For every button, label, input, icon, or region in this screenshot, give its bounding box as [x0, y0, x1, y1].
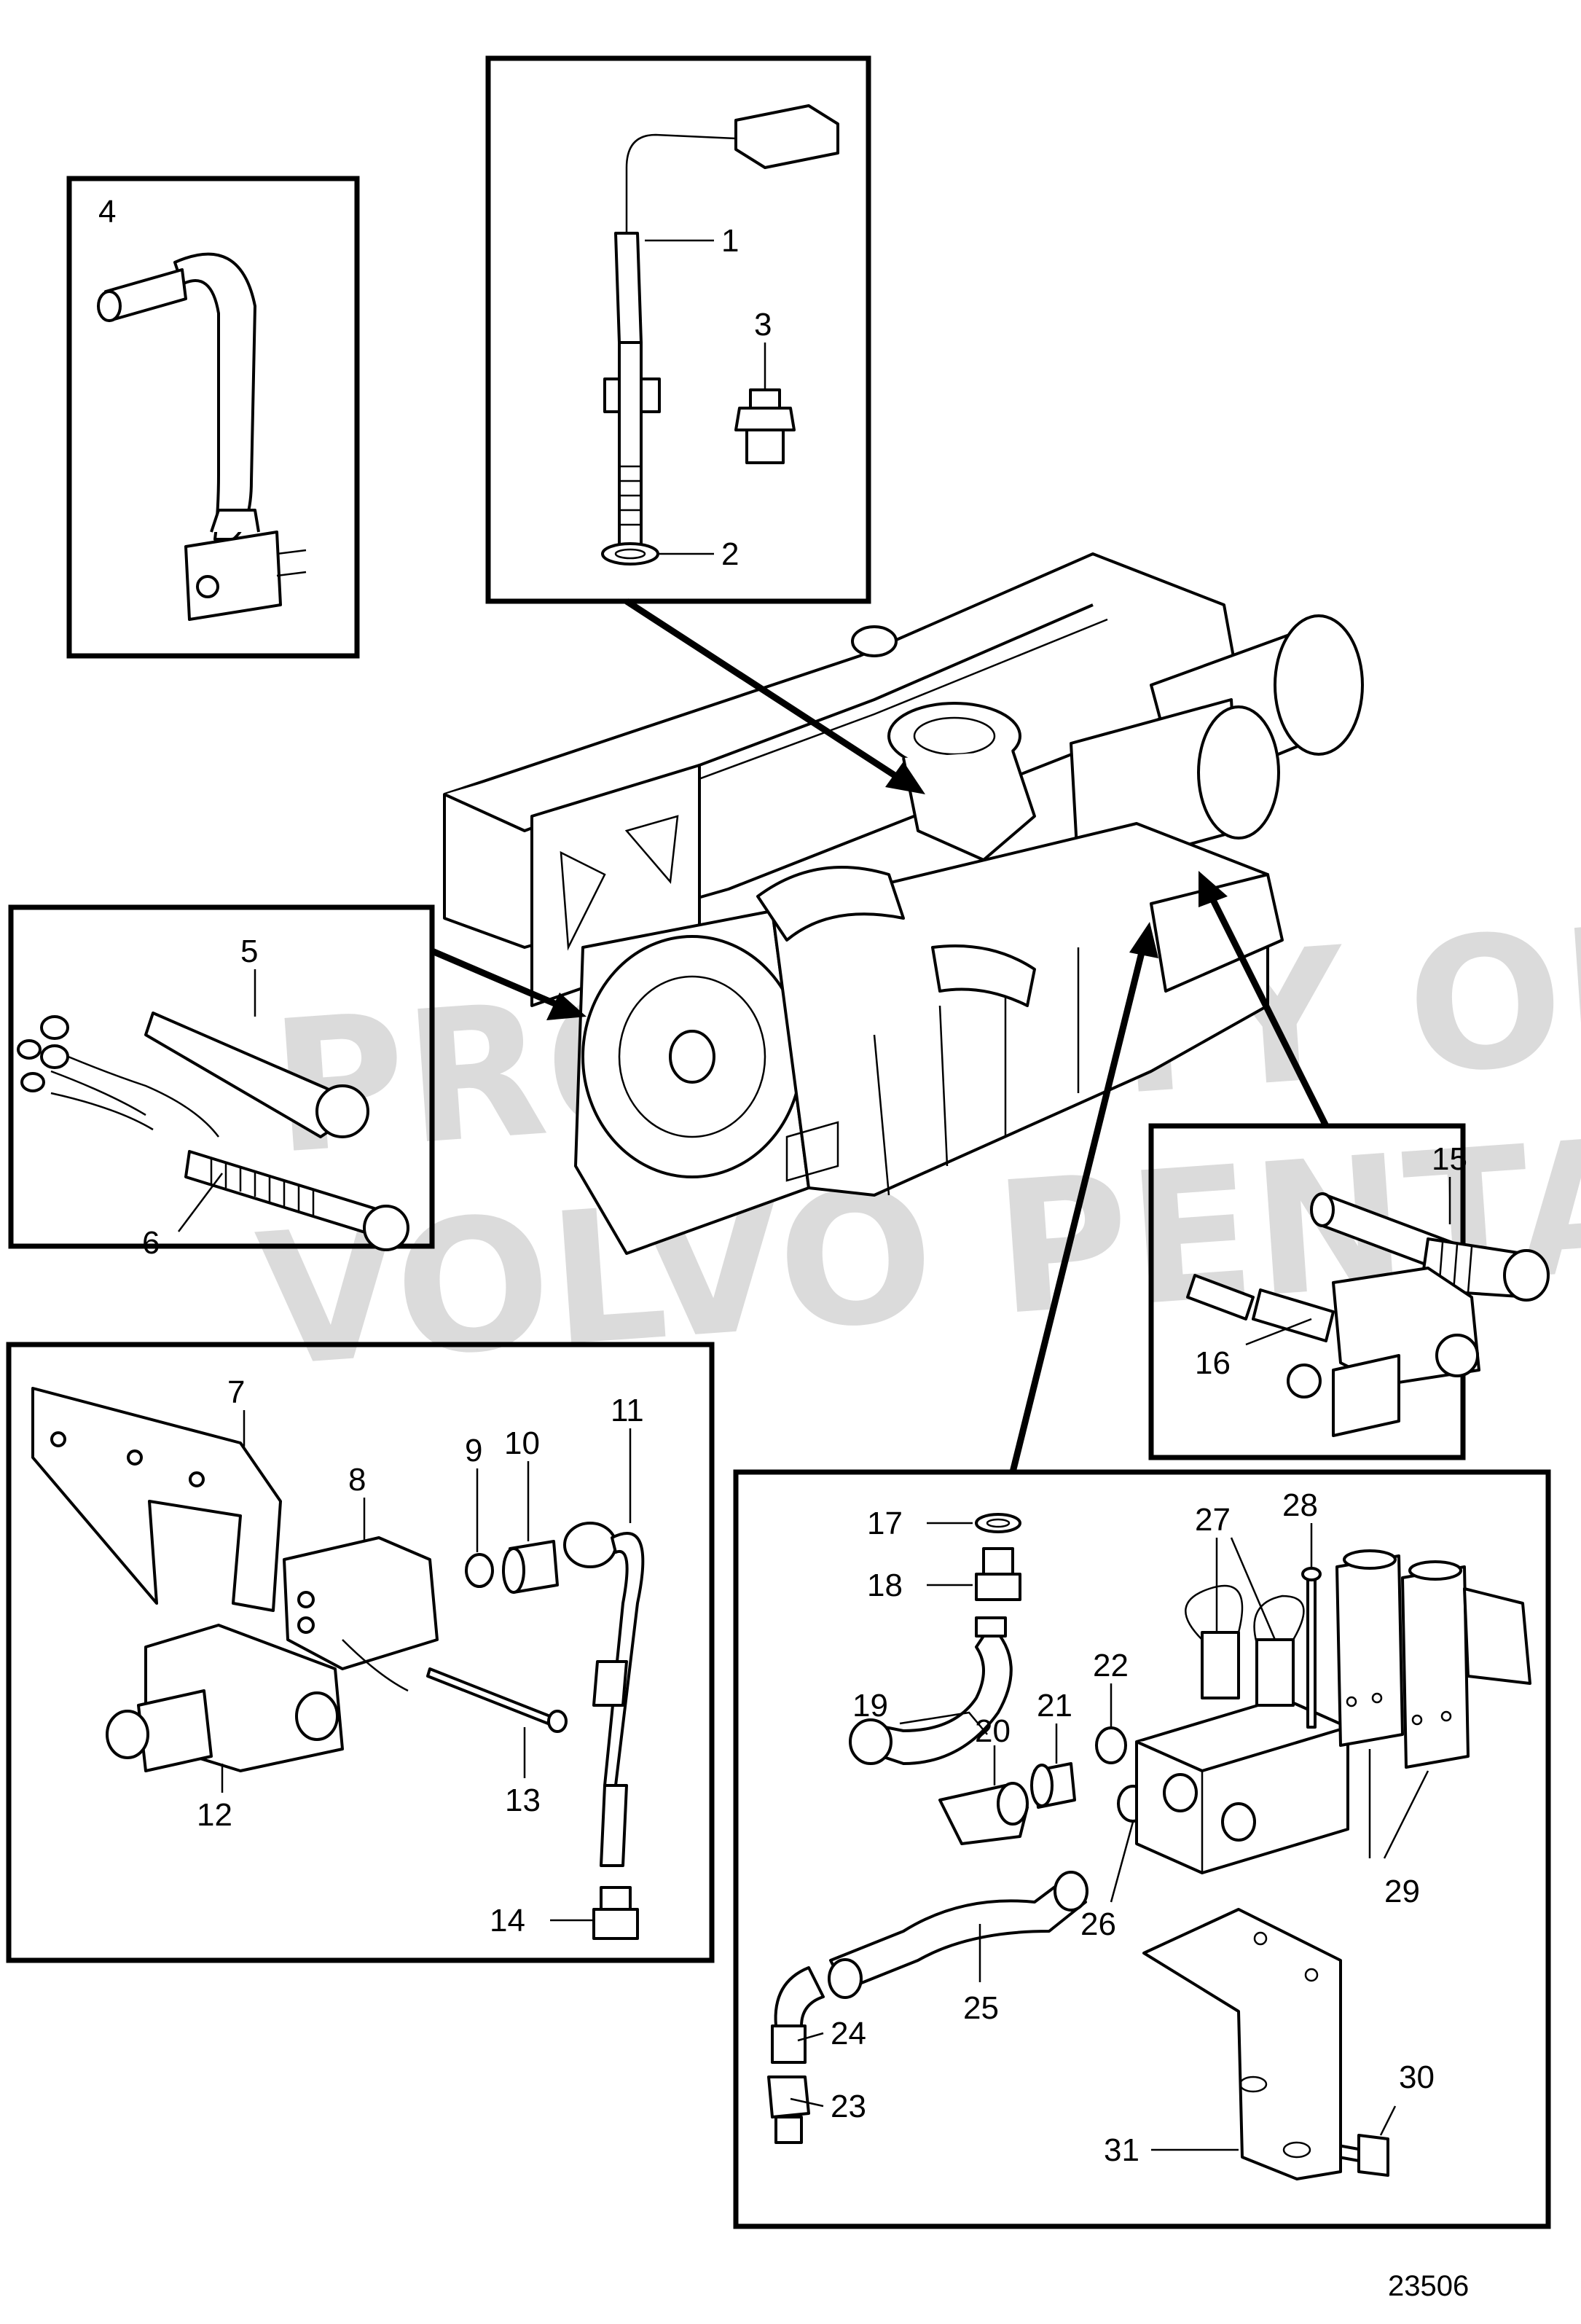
callout-5: 5 — [240, 934, 258, 969]
callout-27: 27 — [1195, 1502, 1231, 1538]
part-4-drawing — [97, 252, 307, 621]
engine-illustration — [443, 552, 1364, 1255]
callout-16: 16 — [1195, 1345, 1231, 1381]
callout-box-part-4 — [66, 176, 360, 659]
callout-1: 1 — [721, 223, 739, 259]
part-20-drawing — [938, 1782, 1029, 1845]
reference-number: 23506 — [1388, 2270, 1469, 2302]
part-8-drawing — [283, 1536, 439, 1692]
callout-29: 29 — [1384, 1874, 1420, 1909]
valve-block-drawing — [1135, 1584, 1349, 1874]
callout-6: 6 — [142, 1225, 160, 1261]
part-24-drawing — [771, 1966, 825, 2064]
part-6-drawing — [17, 1015, 409, 1251]
part-11-drawing — [563, 1522, 645, 1867]
callout-24: 24 — [831, 2016, 866, 2051]
callout-17: 17 — [867, 1506, 903, 1541]
callout-25: 25 — [963, 1990, 999, 2026]
part-19-drawing — [849, 1616, 1013, 1765]
callout-22: 22 — [1093, 1648, 1129, 1683]
callout-8: 8 — [348, 1462, 366, 1498]
part-15-drawing — [1310, 1192, 1550, 1302]
callout-12: 12 — [197, 1797, 232, 1833]
part-28-drawing — [1301, 1567, 1322, 1729]
callout-7: 7 — [227, 1374, 245, 1410]
part-14-drawing — [592, 1886, 639, 1940]
part-5-drawing — [144, 1012, 369, 1138]
callout-box-parts-7-14 — [6, 1342, 715, 1963]
part-1-drawing — [603, 104, 839, 548]
callout-14: 14 — [490, 1903, 525, 1938]
callout-18: 18 — [867, 1568, 903, 1603]
callout-box-parts-5-6 — [8, 904, 435, 1249]
callout-11: 11 — [611, 1393, 644, 1428]
part-21-drawing — [1030, 1762, 1076, 1809]
part-29-drawing — [1335, 1549, 1531, 1769]
callout-4: 4 — [98, 194, 116, 230]
callout-20: 20 — [975, 1713, 1011, 1749]
callout-21: 21 — [1037, 1688, 1072, 1724]
callout-9: 9 — [465, 1433, 482, 1468]
callout-31: 31 — [1104, 2132, 1139, 2168]
part-10-drawing — [502, 1540, 559, 1594]
part-31-drawing — [1142, 1908, 1342, 2180]
part-22-drawing — [1095, 1726, 1127, 1764]
part-3-drawing — [734, 388, 796, 464]
callout-26: 26 — [1080, 1906, 1116, 1942]
callout-23: 23 — [831, 2089, 866, 2124]
callout-15: 15 — [1432, 1141, 1467, 1177]
part-17-drawing — [975, 1513, 1021, 1533]
callout-30: 30 — [1399, 2059, 1435, 2095]
part-23-drawing — [767, 2075, 810, 2144]
part-7-drawing — [31, 1387, 282, 1612]
part-25-drawing — [828, 1871, 1088, 1999]
part-12-drawing — [106, 1624, 344, 1772]
callout-3: 3 — [754, 307, 772, 343]
callout-box-parts-17-31 — [733, 1469, 1551, 2229]
part-9-drawing — [465, 1553, 494, 1588]
callout-10: 10 — [504, 1425, 540, 1461]
callout-13: 13 — [505, 1783, 541, 1818]
callout-2: 2 — [721, 536, 739, 572]
callout-19: 19 — [852, 1688, 888, 1724]
part-13-drawing — [426, 1667, 568, 1733]
part-2-drawing — [601, 542, 659, 566]
part-16-drawing — [1186, 1267, 1480, 1437]
callout-box-parts-1-3 — [485, 55, 871, 604]
part-18-drawing — [975, 1547, 1021, 1601]
callout-28: 28 — [1282, 1487, 1318, 1523]
